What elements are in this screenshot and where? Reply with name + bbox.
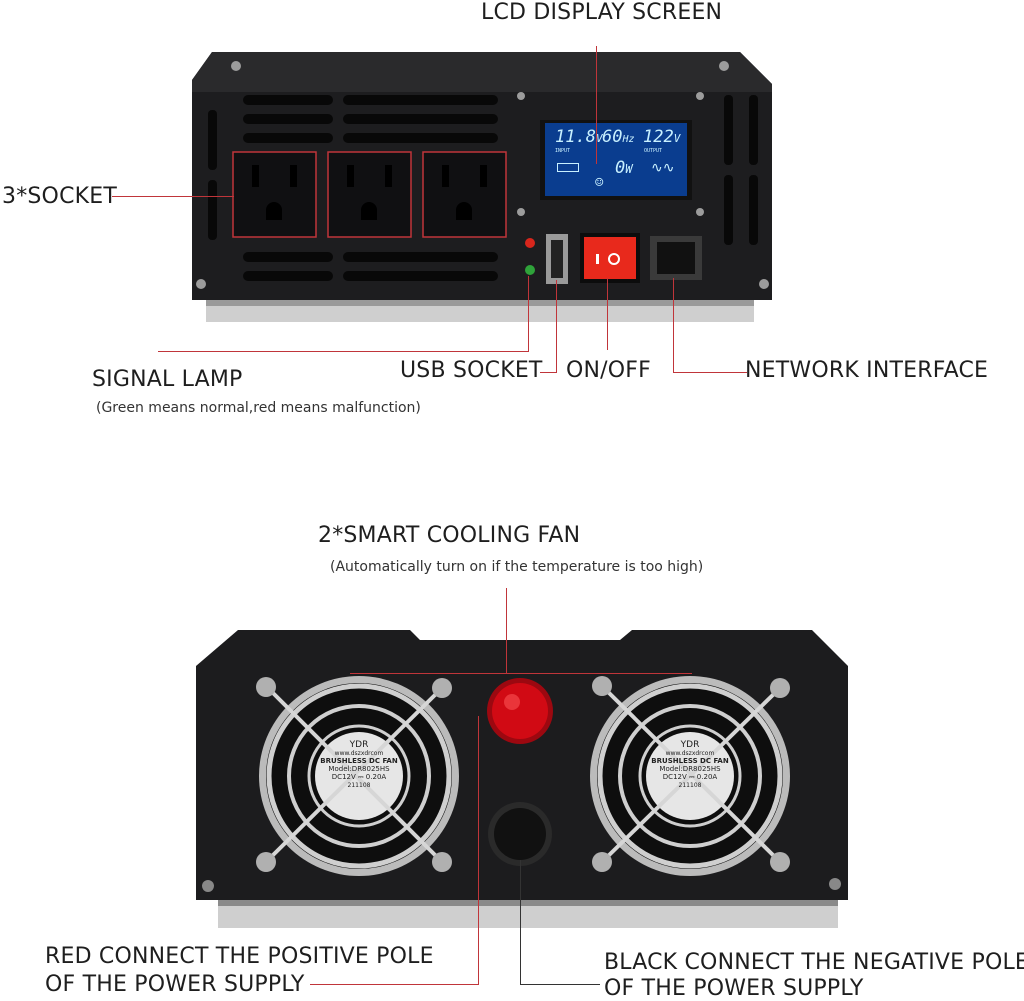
fan-model-line2: Model:DR8025HS: [659, 765, 721, 773]
lcd-power: 0: [615, 158, 626, 178]
fan-model-line3: DC12V ⎓ 0.20A: [331, 773, 387, 781]
red-positive-label-line2: OF THE POWER SUPPLY: [45, 972, 305, 997]
fan-model-line1: BRUSHLESS DC FAN: [320, 757, 398, 765]
lcd-frequency-unit: Hz: [622, 134, 635, 145]
lcd-input-unit: V: [595, 132, 603, 145]
fan-url: www.dszxdrcom: [665, 750, 715, 757]
left-fan-sticker: YDR www.dszxdrcom BRUSHLESS DC FAN Model…: [317, 736, 401, 820]
lcd-output-unit: V: [673, 132, 681, 145]
fan-brand: YDR: [680, 740, 700, 750]
usb-socket-label: USB SOCKET: [400, 358, 543, 383]
fan-code: 211108: [347, 782, 371, 789]
black-negative-label-line2: OF THE POWER SUPPLY: [604, 976, 864, 1001]
network-interface-label: NETWORK INTERFACE: [745, 358, 989, 383]
smart-cooling-fan-label: 2*SMART COOLING FAN: [318, 523, 581, 548]
black-negative-label-line1: BLACK CONNECT THE NEGATIVE POLE: [604, 950, 1024, 975]
sine-wave-icon: ∿∿: [651, 160, 675, 176]
right-fan: [590, 676, 790, 876]
smiley-icon: ☺: [595, 175, 604, 191]
signal-lamp-label: SIGNAL LAMP: [92, 367, 243, 392]
lcd-display: 11.8V 60Hz 122V INPUT OUTPUT 0W ∿∿ ☺: [545, 123, 687, 196]
fan-model-line3: DC12V ⎓ 0.20A: [662, 773, 718, 781]
fan-code: 211108: [678, 782, 702, 789]
lcd-screen: [545, 123, 687, 196]
lcd-input-voltage: 11.8: [555, 127, 596, 147]
lcd-frequency: 60: [602, 127, 623, 147]
signal-lamp-red: [525, 238, 535, 248]
socket-label: 3*SOCKET: [2, 184, 118, 209]
battery-icon: [557, 163, 579, 172]
lcd-input-label: INPUT: [555, 148, 571, 154]
left-fan: [256, 676, 459, 876]
fan-url: www.dszxdrcom: [334, 750, 384, 757]
signal-lamp-green: [525, 265, 535, 275]
lcd-output-voltage: 122: [643, 127, 674, 147]
right-fan-sticker: YDR www.dszxdrcom BRUSHLESS DC FAN Model…: [648, 736, 732, 820]
fan-model-line1: BRUSHLESS DC FAN: [651, 757, 729, 765]
red-positive-label-line1: RED CONNECT THE POSITIVE POLE: [45, 944, 434, 969]
fan-brand: YDR: [349, 740, 369, 750]
on-off-label: ON/OFF: [566, 358, 652, 383]
fan-model-line2: Model:DR8025HS: [328, 765, 390, 773]
smart-cooling-fan-note: (Automatically turn on if the temperatur…: [330, 559, 704, 575]
lcd-power-unit: W: [625, 162, 633, 176]
signal-lamp-note: (Green means normal,red means malfunctio…: [96, 400, 421, 416]
ac-sockets: [232, 151, 507, 238]
lcd-display-screen-label: LCD DISPLAY SCREEN: [481, 0, 723, 25]
lcd-output-label: OUTPUT: [644, 148, 663, 154]
